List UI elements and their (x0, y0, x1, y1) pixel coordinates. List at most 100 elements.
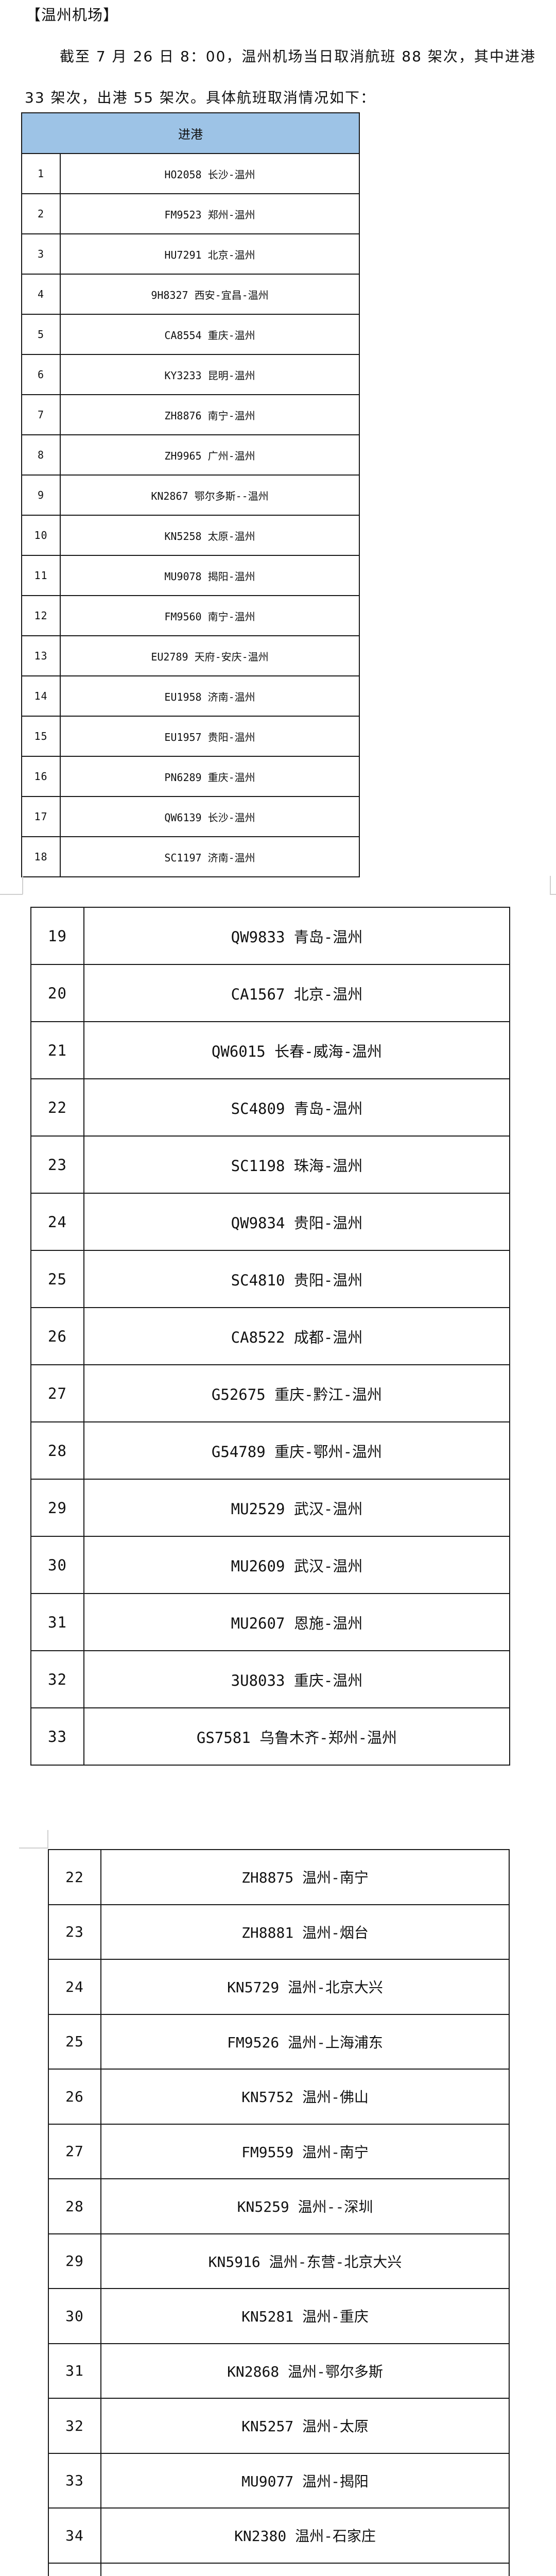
row-number: 25 (30, 1250, 84, 1308)
flight-route: QW6015 长春-威海-温州 (83, 1021, 510, 1079)
row-number: 31 (48, 2343, 101, 2399)
flight-route: KN5281 温州-重庆 (100, 2288, 510, 2344)
row-number: 34 (48, 2507, 101, 2564)
row-number: 22 (30, 1078, 84, 1137)
summary-paragraph: 截至 7 月 26 日 8：00，温州机场当日取消航班 88 架次，其中进港 3… (25, 36, 550, 118)
row-number: 32 (30, 1650, 84, 1708)
row-number: 23 (48, 1904, 101, 1960)
row-number: 17 (21, 796, 61, 837)
arrivals-header-row: 进港 (21, 112, 360, 154)
flight-route: CA1567 北京-温州 (83, 964, 510, 1022)
flight-route: CA8522 成都-温州 (83, 1307, 510, 1365)
row-number: 27 (30, 1364, 84, 1422)
flight-route: EU1958 济南-温州 (60, 675, 360, 717)
row-number: 30 (30, 1536, 84, 1594)
row-number: 28 (48, 2178, 101, 2234)
flight-route: PN6289 重庆-温州 (60, 756, 360, 797)
flight-route: MU9078 揭阳-温州 (60, 555, 360, 596)
row-number: 21 (30, 1021, 84, 1079)
row-number: 33 (30, 1707, 84, 1766)
flight-route: EU2789 天府-安庆-温州 (60, 635, 360, 676)
flight-route: EU1957 贵阳-温州 (60, 716, 360, 757)
flight-route: CA8554 重庆-温州 (60, 314, 360, 355)
row-number: 7 (21, 394, 61, 435)
row-number: 24 (48, 1959, 101, 2015)
row-number: 18 (21, 836, 61, 877)
flight-route: FM9526 温州-上海浦东 (100, 2013, 510, 2070)
page-corner-mark (550, 876, 551, 894)
flight-route: KN5258 太原-温州 (60, 515, 360, 556)
flight-route: QW6139 长沙-温州 (60, 796, 360, 837)
flight-route: SC4809 青岛-温州 (83, 1078, 510, 1137)
flight-route: ZH8876 南宁-温州 (60, 394, 360, 435)
row-number: 32 (48, 2398, 101, 2454)
row-number: 26 (48, 2069, 101, 2125)
flight-route: G52675 重庆-黔江-温州 (83, 1364, 510, 1422)
page-corner-mark (550, 894, 556, 895)
flight-route: KN2380 温州-石家庄 (100, 2507, 510, 2564)
flight-route: MU2529 武汉-温州 (83, 1479, 510, 1537)
summary-text: 截至 7 月 26 日 8：00，温州机场当日取消航班 88 架次，其中进港 3… (25, 48, 536, 106)
flight-route: ZH9965 广州-温州 (60, 434, 360, 476)
row-number: 9 (21, 474, 61, 516)
flight-route: KN2260 温州-北京大兴 (100, 2562, 510, 2576)
flight-route: FM9560 南宁-温州 (60, 595, 360, 636)
page-corner-mark (0, 894, 23, 895)
flight-route: ZH8875 温州-南宁 (100, 1849, 510, 1905)
row-number: 8 (21, 434, 61, 476)
flight-route: QW9833 青岛-温州 (83, 907, 510, 965)
row-number: 35 (48, 2562, 101, 2576)
flight-route: SC1198 珠海-温州 (83, 1136, 510, 1194)
arrivals-header: 进港 (21, 112, 360, 154)
row-number: 33 (48, 2452, 101, 2509)
row-number: 19 (30, 907, 84, 965)
row-number: 15 (21, 716, 61, 757)
flight-route: FM9523 郑州-温州 (60, 193, 360, 234)
row-number: 23 (30, 1136, 84, 1194)
flight-route: HU7291 北京-温州 (60, 233, 360, 275)
row-number: 26 (30, 1307, 84, 1365)
flight-route: SC1197 济南-温州 (60, 836, 360, 877)
flight-route: KN5729 温州-北京大兴 (100, 1959, 510, 2015)
row-number: 25 (48, 2013, 101, 2070)
flight-route: KN2867 鄂尔多斯--温州 (60, 474, 360, 516)
table-row: 35KN2260 温州-北京大兴 (48, 2562, 510, 2576)
row-number: 1 (21, 153, 61, 194)
flight-route: KN5257 温州-太原 (100, 2398, 510, 2454)
flight-route: KY3233 昆明-温州 (60, 354, 360, 395)
flight-route: KN5752 温州-佛山 (100, 2069, 510, 2125)
